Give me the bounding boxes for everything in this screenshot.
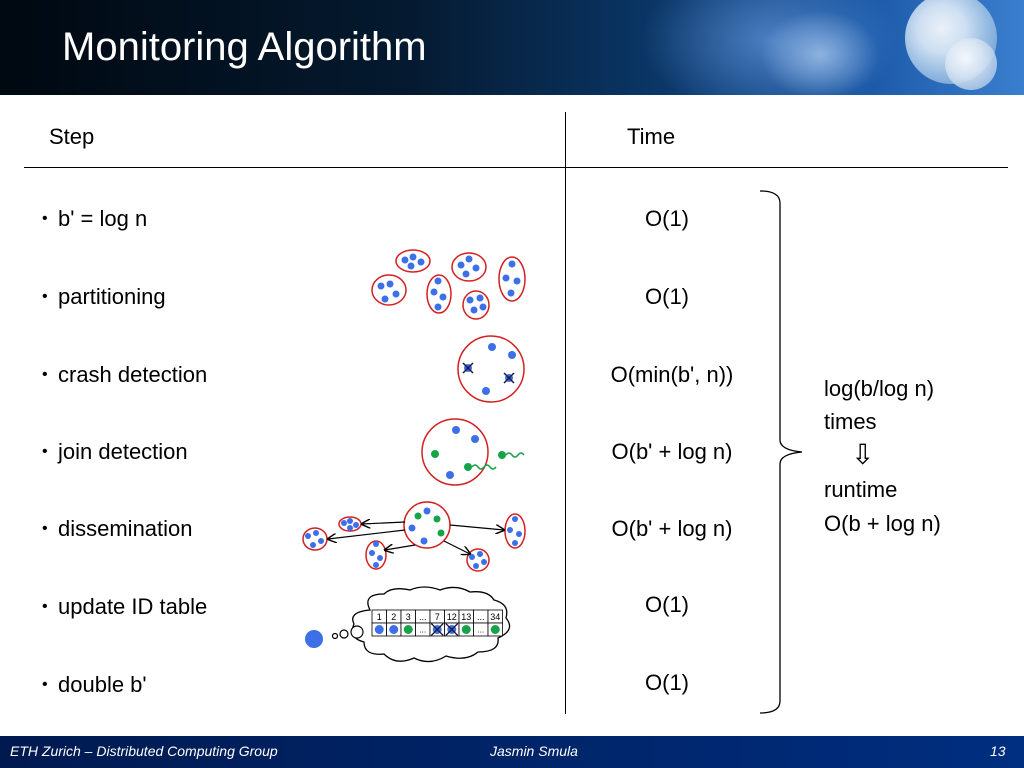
time-value: O(min(b', n)) [610, 362, 734, 387]
time-value: O(1) [645, 592, 689, 617]
id-table-node-green [403, 625, 413, 634]
id-table-node-green [461, 625, 471, 634]
id-table-id: 12 [447, 612, 457, 622]
step-label: partitioning [58, 284, 166, 309]
page-number: 13 [990, 743, 1006, 759]
summary-runtime-value: O(b + log n) [824, 511, 941, 536]
step-row: •double b' [42, 672, 147, 697]
step-label: dissemination [58, 516, 193, 541]
footer-organization: ETH Zurich – Distributed Computing Group [10, 743, 278, 759]
id-table-id: 1 [377, 612, 382, 622]
time-value: O(1) [645, 284, 689, 309]
id-table-id: 2 [391, 612, 396, 622]
crash-detection-illustration [457, 335, 525, 403]
column-header-time: Time [627, 124, 676, 149]
time-value: O(b' + log n) [611, 439, 733, 464]
partitioning-illustration [371, 249, 526, 320]
summary-times: times [824, 409, 877, 434]
id-table-id: 34 [490, 612, 500, 622]
dissemination-illustration [302, 501, 526, 572]
step-row: •dissemination [42, 516, 193, 541]
time-value: O(b' + log n) [611, 516, 733, 541]
step-row: •join detection [42, 439, 188, 464]
step-label: join detection [58, 439, 188, 464]
disco-ball-small-image [945, 38, 997, 90]
step-row: •b' = log n [42, 206, 148, 231]
id-table-node-blue [389, 625, 399, 634]
id-table-id: ... [419, 612, 427, 622]
crash-cross-icon [445, 623, 459, 636]
id-table-node-blue [374, 625, 384, 634]
id-table-id: 13 [461, 612, 471, 622]
page-title: Monitoring Algorithm [62, 25, 427, 69]
id-table-ellipsis: ... [419, 626, 426, 635]
time-value: O(1) [645, 670, 689, 695]
id-table-node-green [490, 625, 500, 634]
slide-footer: ETH Zurich – Distributed Computing Group… [0, 736, 1024, 768]
down-arrow-icon: ⇩ [851, 439, 875, 470]
id-table-id: 7 [435, 612, 440, 622]
footer-author: Jasmin Smula [490, 743, 578, 759]
summary-iterations: log(b/log n) [824, 376, 935, 401]
column-header-step: Step [49, 124, 95, 149]
step-row: •crash detection [42, 362, 208, 387]
header-divider [24, 167, 1008, 168]
step-row: •partitioning [42, 284, 166, 309]
slide-header: Monitoring Algorithm [0, 0, 1024, 95]
step-label: double b' [58, 672, 147, 697]
id-table-ellipsis: ... [477, 626, 484, 635]
step-label: b' = log n [58, 206, 148, 231]
right-brace [759, 190, 803, 714]
crash-cross-icon [430, 623, 444, 636]
summary-runtime-label: runtime [824, 477, 898, 502]
time-value: O(1) [645, 206, 689, 231]
id-table-id: ... [477, 612, 485, 622]
step-row: •update ID table [42, 594, 208, 619]
column-divider [565, 112, 566, 714]
id-table-id: 3 [406, 612, 411, 622]
join-detection-illustration [421, 418, 525, 486]
step-label: update ID table [58, 594, 208, 619]
step-label: crash detection [58, 362, 208, 387]
